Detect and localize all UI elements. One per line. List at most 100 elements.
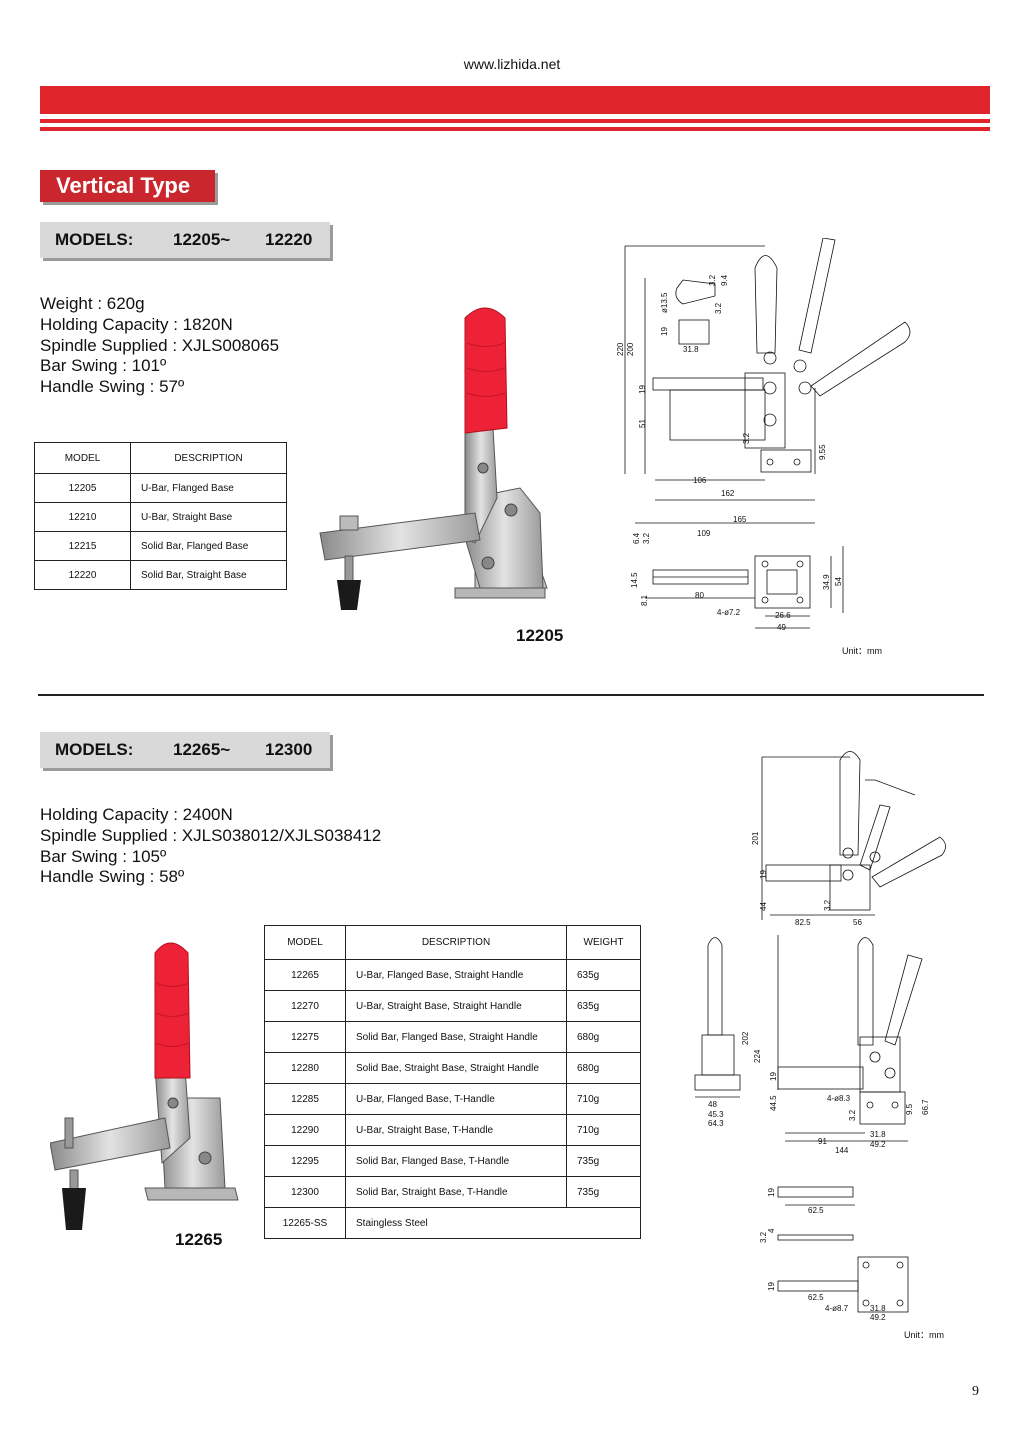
photo-label-12205: 12205 bbox=[516, 626, 564, 645]
dimension-label: 34.9 bbox=[822, 574, 831, 590]
model-to: 12220 bbox=[265, 230, 313, 249]
section-divider bbox=[38, 694, 984, 696]
models-tag-1: MODELS: 12205~ 12220 bbox=[40, 222, 330, 258]
table-cell: 735g bbox=[566, 1176, 641, 1208]
dimension-label: 49 bbox=[777, 623, 786, 632]
table-cell: U-Bar, Flanged Base bbox=[130, 473, 287, 503]
specs-2: Holding Capacity : 2400N Spindle Supplie… bbox=[40, 805, 381, 888]
table-cell: 12205 bbox=[34, 473, 131, 503]
dimension-label: 220 bbox=[616, 342, 625, 356]
dimension-label: 91 bbox=[818, 1137, 827, 1146]
dimension-label: 66.7 bbox=[921, 1099, 930, 1115]
model-to: 12300 bbox=[265, 740, 313, 759]
table-cell: 735g bbox=[566, 1145, 641, 1177]
dimension-label: 4 bbox=[767, 1228, 776, 1233]
dimension-label: 9.4 bbox=[720, 274, 729, 286]
table-header: DESCRIPTION bbox=[345, 925, 567, 960]
models-label: MODELS: bbox=[55, 230, 134, 249]
spec-line: Holding Capacity : 2400N bbox=[40, 805, 233, 824]
table-cell: 12300 bbox=[264, 1176, 346, 1208]
table-cell: Staingless Steel bbox=[345, 1207, 641, 1239]
unit-label-1: Unit：mm bbox=[842, 646, 882, 656]
dimension-label: 162 bbox=[721, 489, 735, 498]
clamp-photo-12265 bbox=[50, 942, 239, 1230]
table-cell: 12270 bbox=[264, 990, 346, 1022]
table-cell: U-Bar, Straight Base, Straight Handle bbox=[345, 990, 567, 1022]
table-cell: 710g bbox=[566, 1083, 641, 1115]
dimension-label: 3.2 bbox=[742, 432, 751, 444]
table-cell: U-Bar, Straight Base bbox=[130, 502, 287, 532]
dimension-label: 9.5 bbox=[905, 1103, 914, 1115]
dimension-label: 201 bbox=[751, 831, 760, 845]
table-cell: 12265 bbox=[264, 959, 346, 991]
spec-line: Bar Swing : 105º bbox=[40, 846, 167, 866]
dimension-label: 106 bbox=[693, 476, 707, 485]
dimension-label: 9.55 bbox=[818, 444, 827, 460]
dimension-label: 82.5 bbox=[795, 918, 811, 927]
models-tag-2: MODELS: 12265~ 12300 bbox=[40, 732, 330, 768]
models-label: MODELS: bbox=[55, 740, 134, 759]
site-url[interactable]: www.lizhida.net bbox=[463, 56, 561, 72]
table-cell: 12275 bbox=[264, 1021, 346, 1053]
dimension-label: 31.8 bbox=[683, 345, 699, 354]
table-cell: 680g bbox=[566, 1052, 641, 1084]
dimension-label: 31.8 bbox=[870, 1130, 886, 1139]
table-cell: 710g bbox=[566, 1114, 641, 1146]
dimension-label: 4-ø7.2 bbox=[717, 608, 741, 617]
dimension-label: 3.2 bbox=[759, 1231, 768, 1243]
dimension-label: 26.6 bbox=[775, 611, 791, 620]
dimension-label: 165 bbox=[733, 515, 747, 524]
dimension-label: 19 bbox=[767, 1282, 776, 1291]
dimension-label: 202 bbox=[741, 1031, 750, 1045]
spec-line: Handle Swing : 57º bbox=[40, 377, 185, 397]
spec-line: Weight : 620g bbox=[40, 294, 145, 313]
table-cell: U-Bar, Flanged Base, Straight Handle bbox=[345, 959, 567, 991]
table-cell: 12295 bbox=[264, 1145, 346, 1177]
table-header: MODEL bbox=[34, 442, 131, 474]
dimension-label: 31.8 bbox=[870, 1304, 886, 1313]
table-cell: 12290 bbox=[264, 1114, 346, 1146]
dimension-label: 3.2 bbox=[714, 302, 723, 314]
dimension-label: 109 bbox=[697, 529, 711, 538]
dimension-label: 56 bbox=[853, 918, 862, 927]
dimension-label: 48 bbox=[708, 1100, 717, 1109]
table-cell: Solid Bar, Flanged Base, T-Handle bbox=[345, 1145, 567, 1177]
dimension-label: 3.2 bbox=[848, 1109, 857, 1121]
spec-line: Holding Capacity : 1820N bbox=[40, 314, 233, 334]
unit-label-2: Unit：mm bbox=[904, 1330, 944, 1340]
dimension-label: 62.5 bbox=[808, 1206, 824, 1215]
page-title: Vertical Type bbox=[40, 170, 215, 202]
table-cell: 12220 bbox=[34, 560, 131, 590]
table-cell: 12285 bbox=[264, 1083, 346, 1115]
table-cell: U-Bar, Flanged Base, T-Handle bbox=[345, 1083, 567, 1115]
table-cell: 12210 bbox=[34, 502, 131, 532]
photo-label-12265: 12265 bbox=[175, 1230, 223, 1249]
specs-1: Weight : 620g Holding Capacity : 1820N S… bbox=[40, 294, 279, 398]
dimension-label: 80 bbox=[695, 591, 704, 600]
spec-line: Handle Swing : 58º bbox=[40, 867, 185, 887]
dimension-label: 64.3 bbox=[708, 1119, 724, 1128]
spec-line: Spindle Supplied : XJLS038012/XJLS038412 bbox=[40, 825, 382, 845]
dimension-label: 19 bbox=[638, 385, 647, 394]
dimension-label: 144 bbox=[835, 1146, 849, 1155]
spec-line: Bar Swing : 101º bbox=[40, 356, 167, 376]
dimension-label: 44.5 bbox=[769, 1095, 778, 1111]
table-cell: 635g bbox=[566, 990, 641, 1022]
model-from: 12265~ bbox=[173, 740, 231, 759]
table-cell: Solid Bar, Straight Base bbox=[130, 560, 287, 590]
dimension-label: 62.5 bbox=[808, 1293, 824, 1302]
spec-line: Spindle Supplied : XJLS008065 bbox=[40, 335, 280, 355]
table-cell: U-Bar, Straight Base, T-Handle bbox=[345, 1114, 567, 1146]
dimension-label: 19 bbox=[759, 870, 768, 879]
dimension-label: 44 bbox=[759, 902, 768, 911]
table-cell: Solid Bar, Flanged Base bbox=[130, 531, 287, 561]
